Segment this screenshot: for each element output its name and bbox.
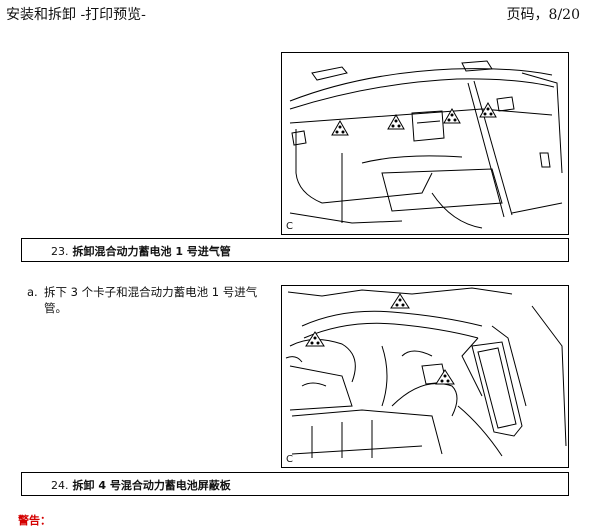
step-24-row: 24.拆卸 4 号混合动力蓄电池屏蔽板 [21,472,569,496]
sub-item-letter: a. [27,285,38,299]
step-title-text: 拆卸 4 号混合动力蓄电池屏蔽板 [72,479,231,492]
print-preview-header: 安装和拆卸 -打印预览- 页码，8/20 [6,4,596,23]
page-indicator: 页码，8/20 [506,7,580,23]
clip-marker-group [331,101,497,136]
figure-intake-duct: C [281,285,569,468]
step-23-title: 23.拆卸混合动力蓄电池 1 号进气管 [51,243,231,259]
figure-panel-clips: C [281,52,569,235]
warning-label: 警告： [18,514,51,527]
page-title: 安装和拆卸 -打印预览- [6,7,146,23]
step-24-title: 24.拆卸 4 号混合动力蓄电池屏蔽板 [51,477,231,493]
sub-item-text: 拆下 3 个卡子和混合动力蓄电池 1 号进气管。 [44,285,258,315]
panel-illustration [289,60,563,229]
figure-label: C [286,221,293,232]
clip-marker-group [305,293,455,385]
step-number: 23. [51,245,69,258]
step-23-row: 23.拆卸混合动力蓄电池 1 号进气管 [21,238,569,262]
step-title-text: 拆卸混合动力蓄电池 1 号进气管 [72,245,231,258]
intake-illustration [285,287,567,458]
step-number: 24. [51,479,69,492]
figure-label: C [286,454,293,465]
